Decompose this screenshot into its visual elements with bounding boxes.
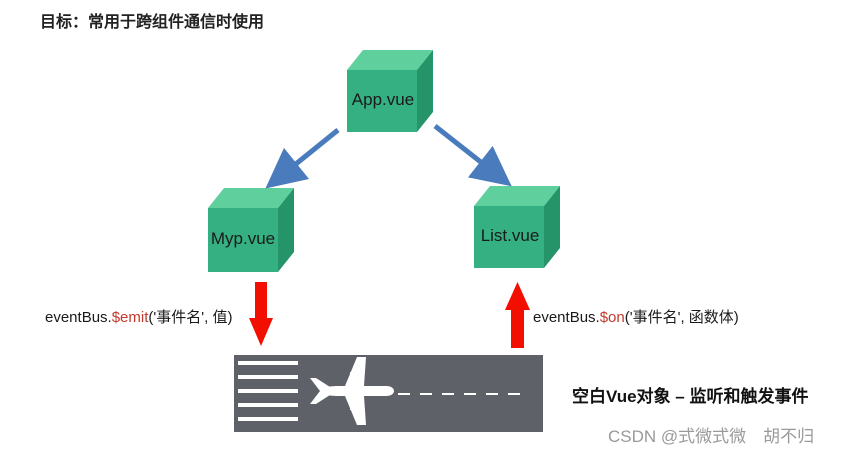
myp-vue-label: Myp.vue [211, 229, 275, 248]
on-caption: eventBus.$on('事件名', 函数体) [533, 306, 739, 327]
on-method: $on [599, 309, 625, 326]
on-caption-args: ('事件名', 函数体) [624, 309, 739, 326]
emit-method: $emit [111, 309, 149, 326]
on-caption-prefix: eventBus. [533, 309, 600, 326]
list-vue-cube: List.vue [474, 186, 560, 268]
list-vue-label: List.vue [481, 226, 540, 245]
app-vue-cube: App.vue [347, 50, 433, 132]
runway-label: 空白Vue对象 – 监听和触发事件 [572, 387, 809, 406]
airplane-icon [310, 357, 394, 425]
on-red-arrow [505, 282, 530, 348]
app-to-myp-arrow [265, 128, 340, 189]
app-to-list-arrow [433, 124, 512, 187]
emit-caption-args: ('事件名', 值) [148, 309, 233, 326]
app-vue-label: App.vue [352, 90, 414, 109]
emit-red-arrow [249, 282, 273, 346]
watermark: CSDN @式微式微 胡不归 [608, 427, 815, 446]
page-title: 目标：常用于跨组件通信时使用 [40, 14, 265, 31]
myp-vue-cube: Myp.vue [208, 188, 294, 272]
emit-caption: eventBus.$emit('事件名', 值) [45, 306, 232, 327]
emit-caption-prefix: eventBus. [45, 309, 112, 326]
